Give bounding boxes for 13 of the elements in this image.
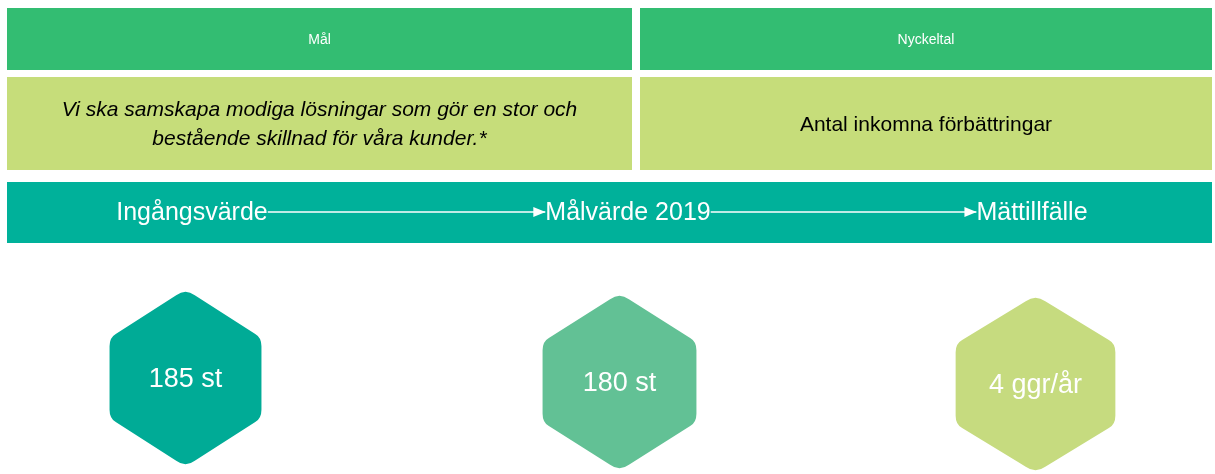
value-hexagon: 185 st: [108, 290, 263, 466]
metric-cell: Antal inkomna förbättringar: [640, 77, 1212, 170]
stage-label: Ingångsvärde: [116, 194, 268, 230]
value-hexagon: 180 st: [541, 294, 698, 470]
value-hexagon: 4 ggr/år: [954, 296, 1117, 472]
timeline-band: [7, 182, 1212, 243]
stage-label: Mättillfälle: [976, 194, 1088, 230]
arrow: [267, 207, 546, 217]
arrow: [710, 207, 978, 217]
goal-cell: Vi ska samskapa modiga lösningar som gör en stor och bestående skillnad för våra kunder.*: [7, 77, 632, 170]
stage-label: Målvärde 2019: [545, 194, 711, 230]
header-cell: Nyckeltal: [640, 8, 1212, 70]
header-cell: Mål: [7, 8, 632, 70]
